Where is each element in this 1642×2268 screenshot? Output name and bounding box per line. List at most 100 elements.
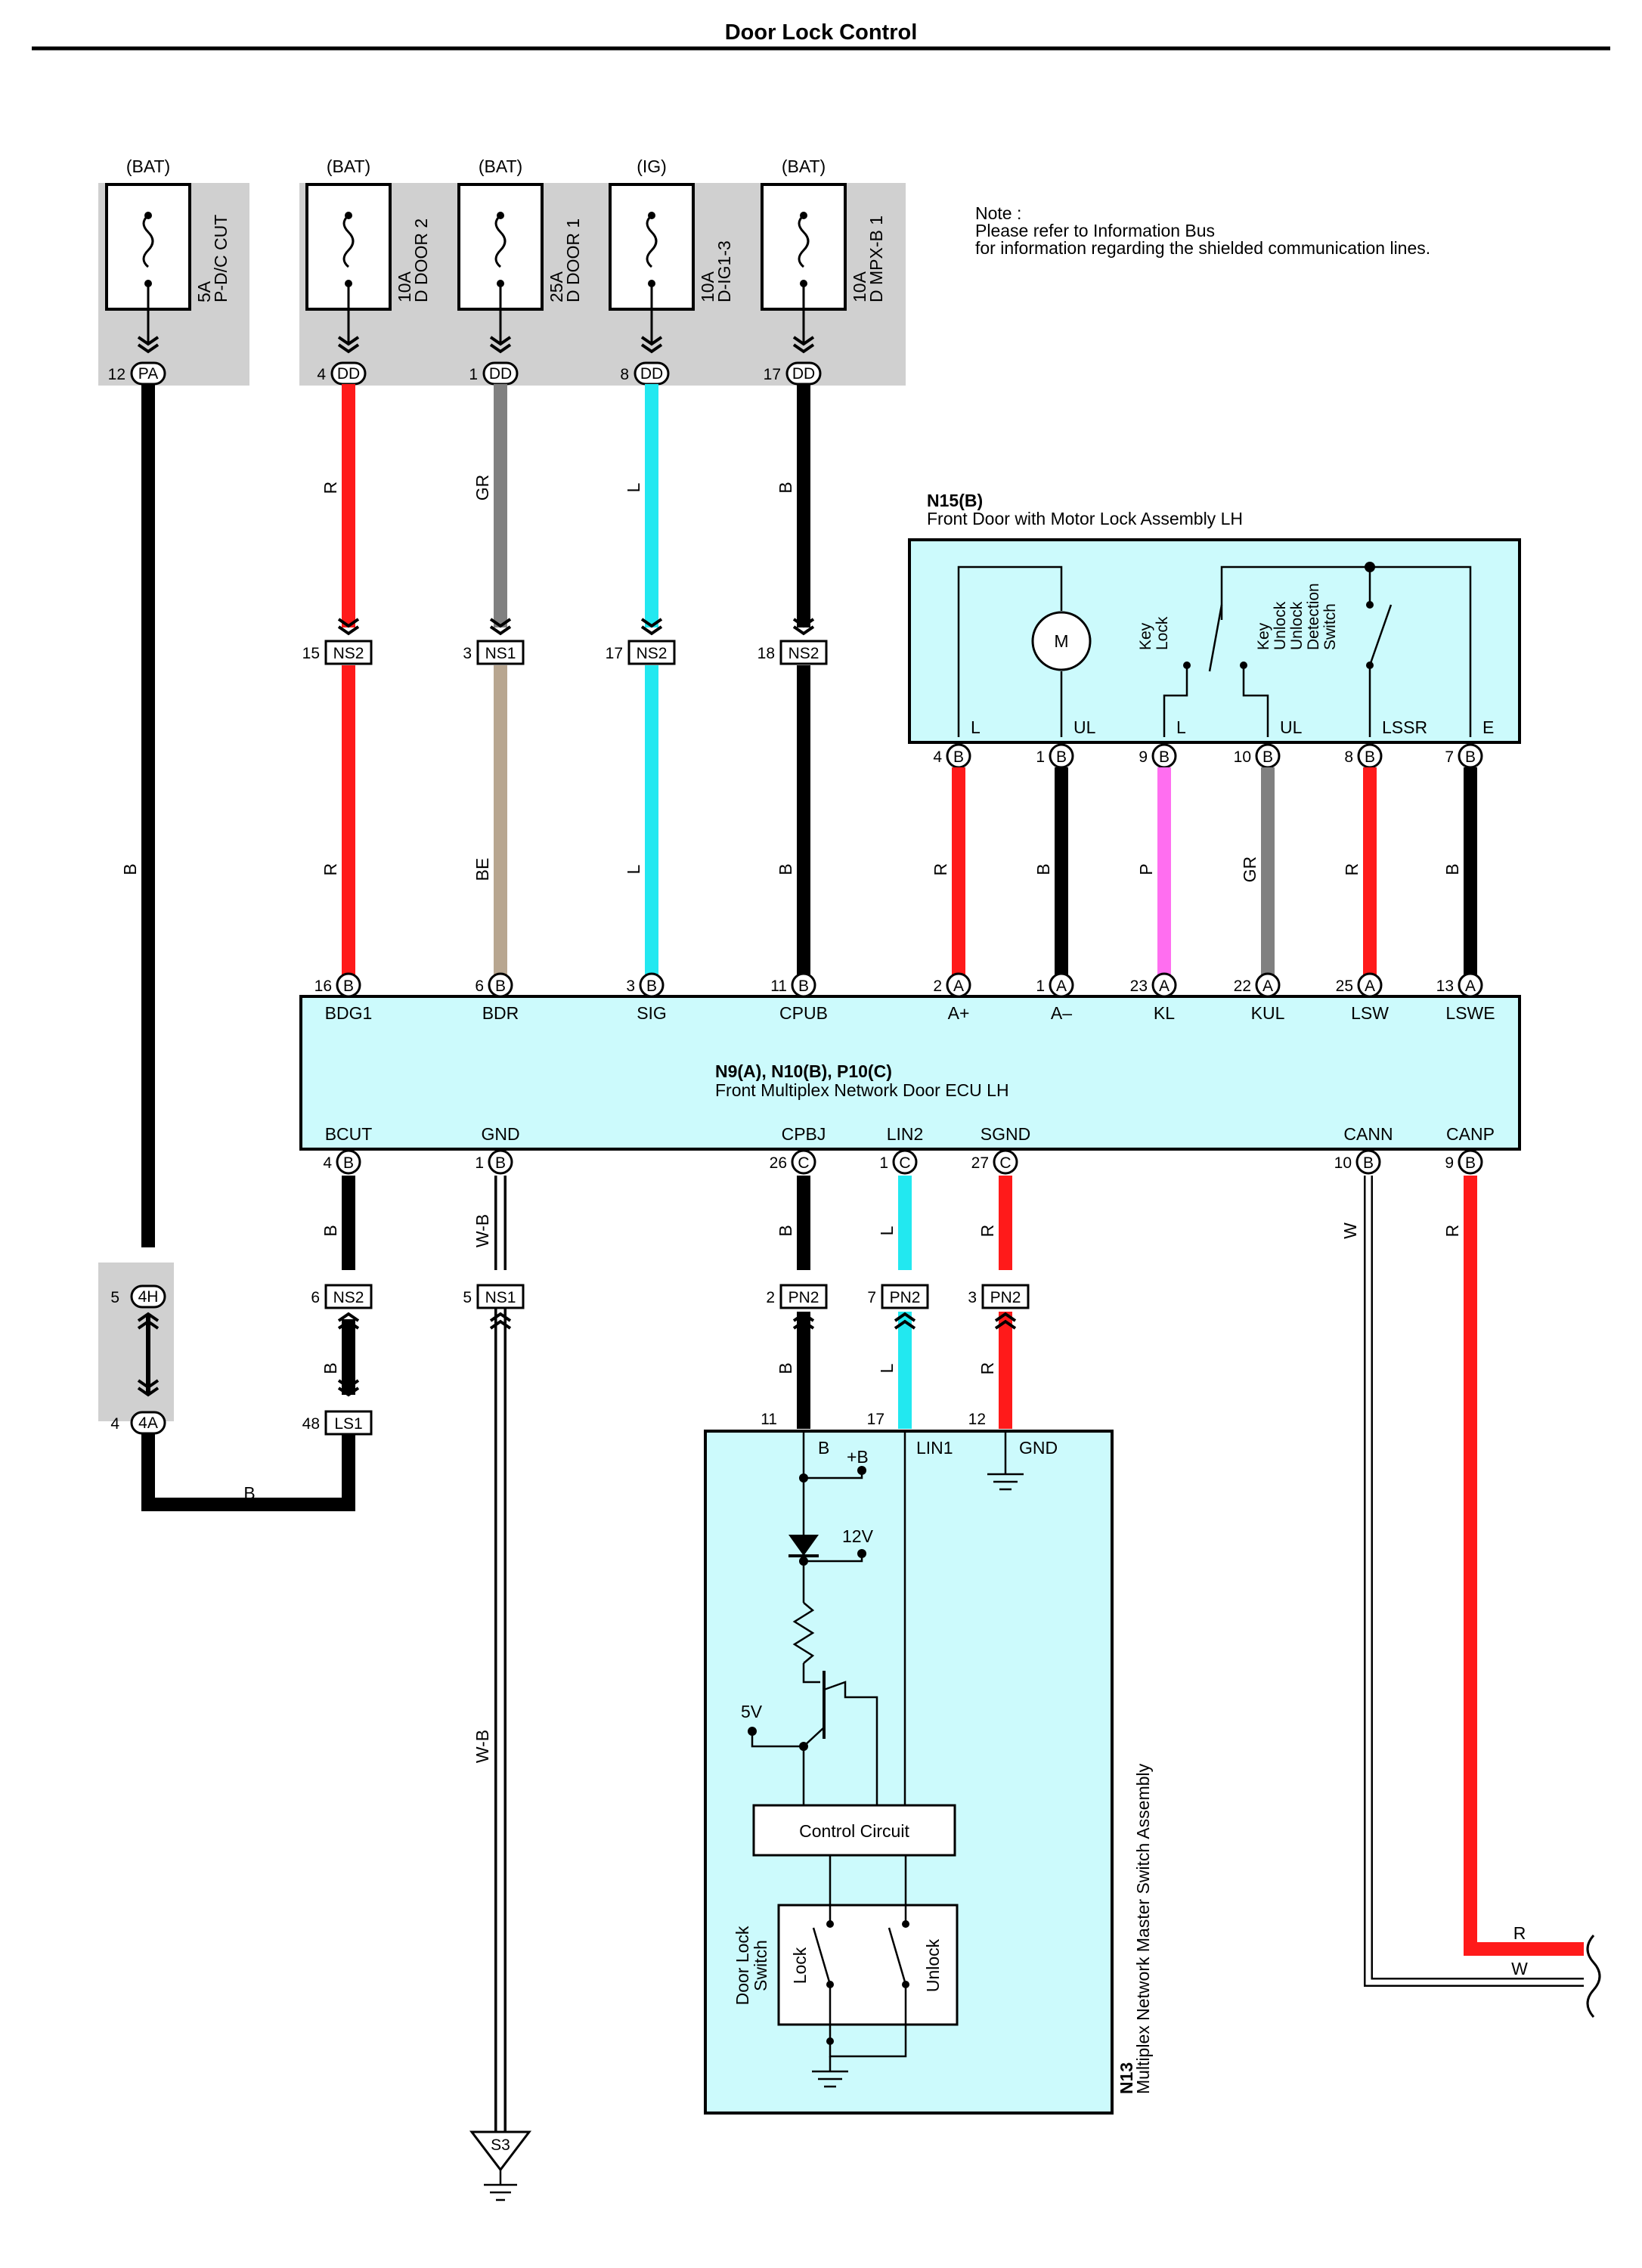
lower-connector-label: NS1 <box>485 1289 516 1306</box>
ecu-bottom-pin: 4 <box>323 1154 332 1172</box>
fuse-arrow <box>640 336 663 354</box>
lower-connector-arrow <box>337 1379 360 1397</box>
lower-connector-arrow <box>792 1312 815 1330</box>
lower-connector-pin: 7 <box>867 1289 876 1306</box>
chevron-line <box>337 618 360 628</box>
n15-pin: 9 <box>1139 748 1148 766</box>
ecu-top-pin: 13 <box>1436 978 1454 995</box>
fuse-rating: 10A <box>698 271 717 302</box>
chevron-line <box>337 1319 360 1330</box>
lower-wires: B W-B B L R W R B B L R B W-B R W <box>141 1176 1601 2132</box>
fuse-source: (BAT) <box>327 156 370 176</box>
note-line-2: Please refer to Information Bus <box>975 221 1215 240</box>
chevron-line <box>792 336 815 346</box>
ecu-top-pin: 16 <box>314 978 332 995</box>
ecu-top-terminal: A+ <box>948 1003 970 1023</box>
ecu-bottom-pin-conn: B <box>495 1154 506 1172</box>
can-wire-label: R <box>1513 1923 1526 1943</box>
fuse-icon <box>342 214 355 268</box>
unlock-label: Unlock <box>923 1938 943 1992</box>
ground-s3: S3 <box>469 2130 532 2201</box>
n13-name: Multiplex Network Master Switch Assembly <box>1133 1763 1153 2094</box>
lower-connector-label: LS1 <box>334 1415 362 1433</box>
ecu-top-pin-circle <box>791 972 816 998</box>
chevron-line <box>894 1312 916 1322</box>
ecu-bottom-pin-conn: C <box>999 1154 1011 1172</box>
lower-connector-label: PN2 <box>990 1289 1021 1306</box>
chevron-line <box>894 1319 916 1330</box>
n15-pin-conn: B <box>1365 748 1375 766</box>
ecu-top-pin-circle <box>1255 972 1281 998</box>
ecu-top-pin-conn: A <box>1262 978 1273 995</box>
fuse-arrow <box>337 336 360 354</box>
chevron-line <box>994 1312 1017 1322</box>
ecu-bottom-pin: 1 <box>475 1154 484 1172</box>
ecu-bottom-pin-circle <box>892 1149 918 1175</box>
n13-master-switch-assembly: 11 17 12 B LIN1 GND +B 12V 5V <box>704 1411 1153 2115</box>
fuse-arrow <box>137 336 160 354</box>
chevron-line <box>489 618 512 628</box>
n15-terminal: LSSR <box>1382 717 1427 737</box>
n13-pin: 11 <box>761 1411 777 1428</box>
fuse-connector-label: DD <box>337 365 360 383</box>
door-lock-switch-box <box>777 1904 959 2026</box>
key-unlock-label: Unlock <box>1272 601 1289 650</box>
n15-pin: 10 <box>1234 748 1251 766</box>
n15-terminal: L <box>971 717 981 737</box>
12v-label: 12V <box>842 1526 874 1546</box>
ecu-top-pin: 6 <box>475 978 484 995</box>
lower-connector-arrow <box>489 1312 512 1330</box>
mid-connector <box>627 640 676 665</box>
lower-connector-pin: 3 <box>968 1289 977 1306</box>
ecu-top-pin-circle <box>336 972 361 998</box>
n13-terminal: LIN1 <box>916 1438 953 1458</box>
n15-id: N15(B) <box>927 491 983 510</box>
wire-color-label: B <box>776 1362 795 1374</box>
ecu-bottom-pin: 10 <box>1334 1154 1352 1172</box>
ecu-bottom-pin-conn: C <box>899 1154 910 1172</box>
ecu-top-terminal: A– <box>1051 1003 1072 1023</box>
lower-connector-pin: 6 <box>311 1289 320 1306</box>
fuse-source: (BAT) <box>782 156 826 176</box>
ecu-top-pin: 1 <box>1036 978 1045 995</box>
ecu-top-pin: 25 <box>1336 978 1353 995</box>
lower-connector <box>324 1410 373 1436</box>
ecu-top-terminal: KUL <box>1251 1003 1285 1023</box>
chevron-line <box>640 343 663 354</box>
n15-pin-conn: B <box>1262 748 1273 766</box>
ecu-top-terminal: BDR <box>482 1003 519 1023</box>
fuse-rating: 5A <box>194 280 214 302</box>
chevron-line <box>137 343 160 354</box>
chevron-line <box>489 1312 512 1322</box>
fuse-icon <box>646 214 658 268</box>
wire-color-label: GR <box>472 475 492 501</box>
wire-color-label: B <box>321 1362 340 1374</box>
ground-label: S3 <box>491 2136 510 2154</box>
n15-pin: 8 <box>1344 748 1353 766</box>
fuse-arrow <box>489 336 512 354</box>
lower-connector <box>130 1284 166 1309</box>
lower-connector-arrow <box>894 1312 916 1330</box>
wire-color-label: W-B <box>472 1730 492 1763</box>
chevron-line <box>792 625 815 636</box>
lower-connector-pin: 48 <box>302 1415 320 1433</box>
fuse-pin: 8 <box>620 366 629 383</box>
ecu-bottom-pin-conn: B <box>1465 1154 1476 1172</box>
ecu-top-pin-conn: B <box>343 978 354 995</box>
ecu-bottom-pin: 9 <box>1445 1154 1454 1172</box>
detection-switch-label: Switch <box>1321 603 1339 650</box>
fuse-rating: 10A <box>395 271 414 302</box>
diode-icon <box>788 1535 819 1556</box>
chevron-line <box>489 343 512 354</box>
chevron-line <box>489 625 512 636</box>
upper-wires: B R GR L B <box>120 384 810 1247</box>
ecu-top-pin-circle <box>639 972 665 998</box>
ecu-top-pin-circle <box>946 972 971 998</box>
chevron-line <box>137 336 160 346</box>
fuse-icon <box>494 214 507 268</box>
ecu-bottom-pin-conn: B <box>343 1154 354 1172</box>
wire-color-label: W <box>1340 1222 1360 1239</box>
ecu-box <box>299 995 1521 1151</box>
